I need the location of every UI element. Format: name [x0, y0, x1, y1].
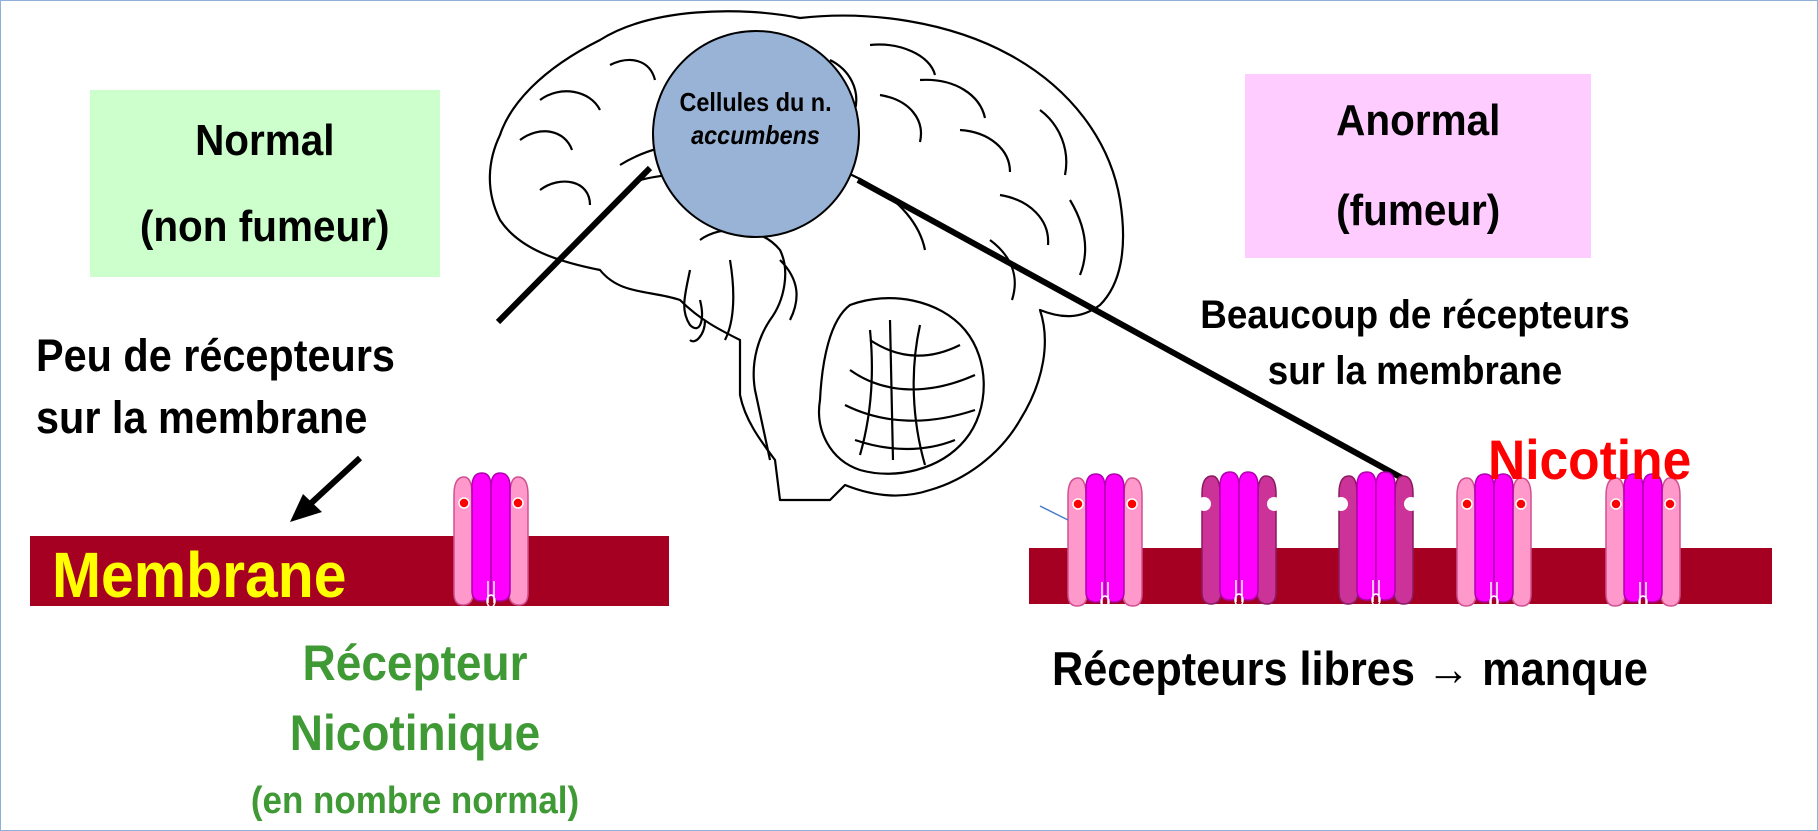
receptor-label-line1: Récepteur: [236, 628, 595, 698]
pointer-line: [1040, 506, 1068, 520]
left-caption-line2: sur la membrane: [36, 387, 395, 449]
right-caption-line1: Beaucoup de récepteurs: [1157, 287, 1672, 343]
receptor-label: Récepteur Nicotinique (en nombre normal): [236, 628, 595, 830]
connector-left: [498, 168, 650, 322]
receptor-free-2: [1334, 472, 1418, 606]
accumbens-line2: accumbens: [692, 118, 821, 152]
free-receptors-label: Récepteurs libres → manque: [1052, 641, 1648, 696]
right-caption: Beaucoup de récepteurs sur la membrane: [1157, 287, 1672, 399]
receptor-free-1: [1197, 472, 1281, 606]
nicotinic-receptor-icon: [454, 473, 528, 607]
right-caption-line2: sur la membrane: [1157, 343, 1672, 399]
nicotine-label: Nicotine: [1488, 427, 1691, 492]
receptor-with-nicotine-2: [1457, 474, 1531, 608]
accumbens-circle: Cellules du n. accumbens: [652, 30, 860, 238]
arrow-down-left: [290, 458, 360, 522]
left-caption: Peu de récepteurs sur la membrane: [36, 325, 395, 449]
left-caption-line1: Peu de récepteurs: [36, 325, 395, 387]
receptor-with-nicotine-1: [1068, 474, 1142, 608]
receptor-with-nicotine-3: [1606, 474, 1680, 608]
receptor-label-line3: (en nombre normal): [236, 772, 595, 830]
accumbens-line1: Cellules du n.: [680, 86, 832, 118]
membrane-label: Membrane: [52, 538, 346, 612]
receptor-label-line2: Nicotinique: [236, 698, 595, 768]
